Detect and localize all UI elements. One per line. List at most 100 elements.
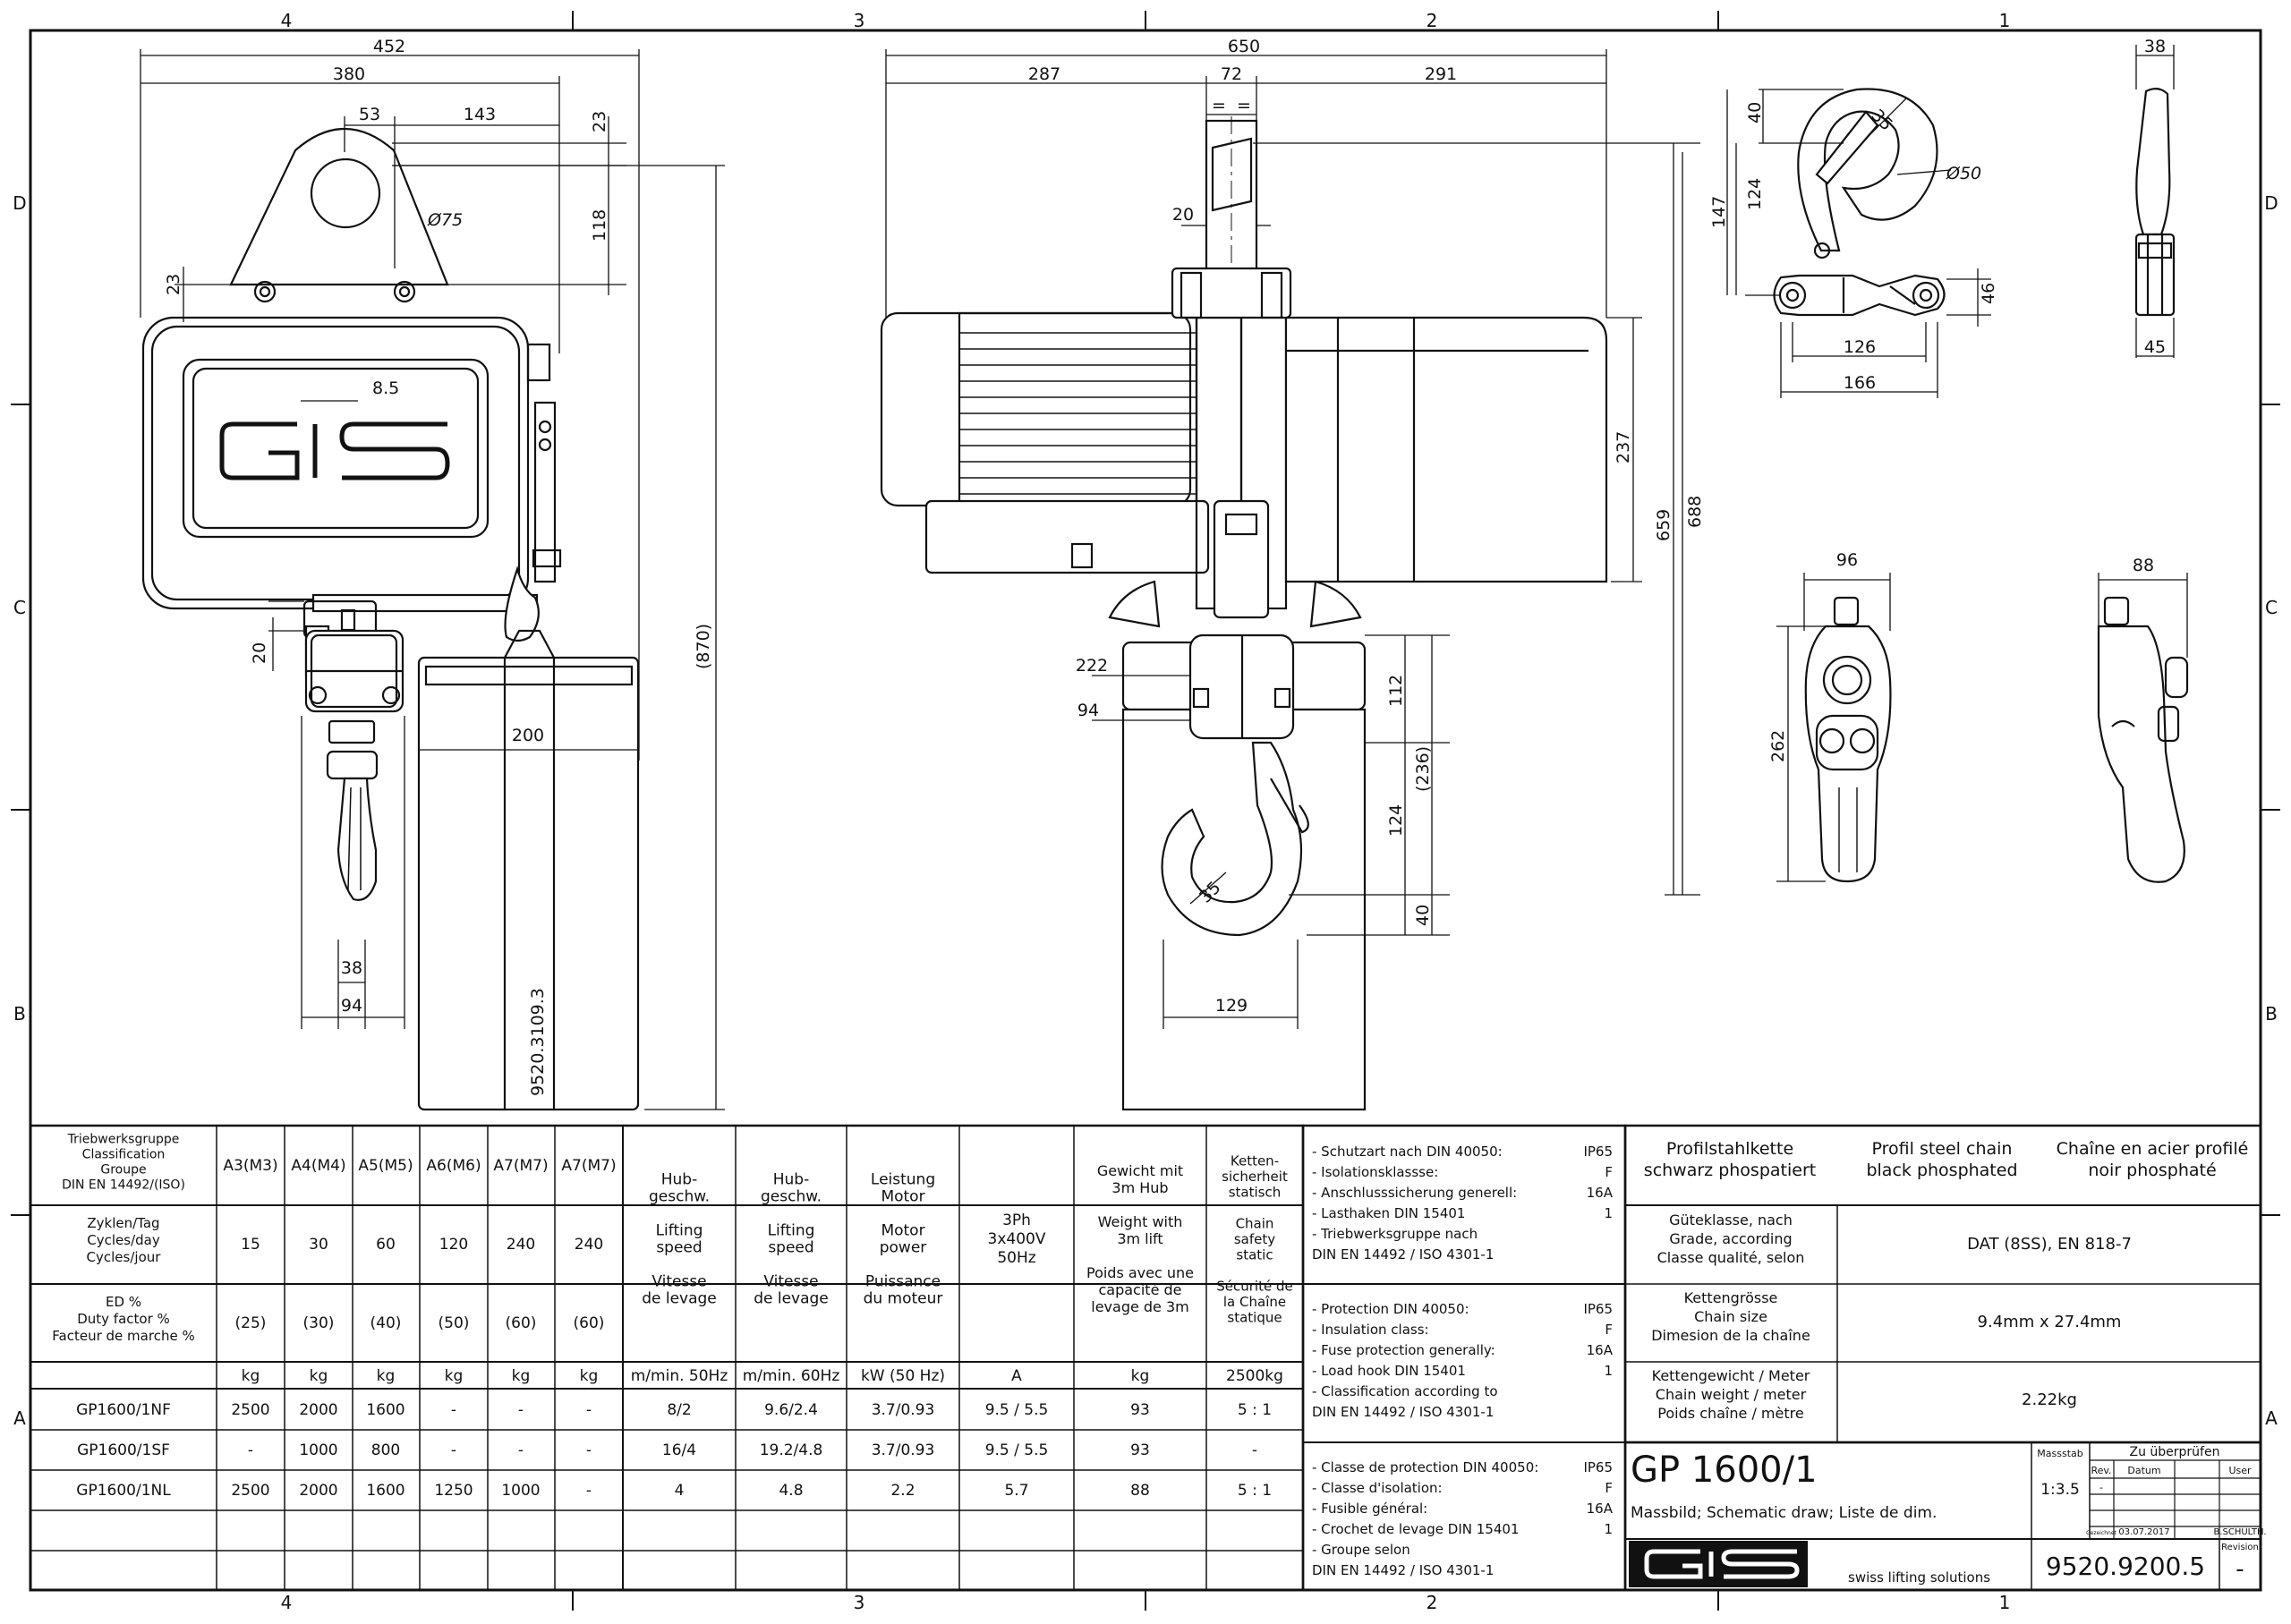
dim-94-front: 94 <box>341 996 362 1016</box>
table-cell: 8/2 <box>667 1401 691 1419</box>
note-fr-label: - Fusible général: <box>1312 1501 1427 1517</box>
zone-left-C: C <box>13 597 26 618</box>
duty-value: (40) <box>370 1314 402 1332</box>
chain-grade-value: DAT (8SS), EN 818-7 <box>1967 1235 2132 1254</box>
title-block-grid <box>1623 1441 2262 1592</box>
rev-dash: - <box>2099 1482 2103 1493</box>
note-fr-label: - Classe d'isolation: <box>1312 1480 1443 1496</box>
table-cell: 93 <box>1130 1401 1150 1419</box>
note-en-label: DIN EN 14492 / ISO 4301-1 <box>1312 1404 1494 1420</box>
cycles-value: 15 <box>241 1236 260 1254</box>
table-cell: 2.2 <box>890 1482 915 1500</box>
dim-118: 118 <box>590 209 609 242</box>
table-cell: - <box>518 1401 524 1419</box>
front-view-dimensions <box>140 49 725 1110</box>
side-view-hoist <box>880 116 1608 1111</box>
class-header: A5(M5) <box>358 1157 413 1175</box>
side-view-dimensions <box>885 49 1700 1029</box>
dim-124-hook: 124 <box>1745 178 1765 210</box>
table-cell: 5.7 <box>1004 1482 1028 1500</box>
zone-top-3: 3 <box>854 10 865 31</box>
unit-cell: m/min. 60Hz <box>743 1367 840 1385</box>
table-cell: 1600 <box>366 1401 405 1419</box>
note-de-label: DIN EN 14492 / ISO 4301-1 <box>1312 1246 1494 1263</box>
logo-tagline: swiss lifting solutions <box>1848 1569 1990 1586</box>
dim-650: 650 <box>1228 37 1260 56</box>
table-cell: - <box>451 1401 456 1419</box>
zone-left-A: A <box>13 1407 26 1429</box>
model-name: GP1600/1NF <box>76 1401 171 1419</box>
zone-top-1: 1 <box>1999 10 2011 31</box>
dim-45: 45 <box>2144 337 2166 357</box>
note-de-value: 16A <box>1587 1185 1614 1201</box>
hook-detail <box>1773 88 1946 317</box>
dim-237: 237 <box>1614 431 1633 463</box>
pendant-front-dim-labels: 96 262 <box>1768 550 1858 762</box>
table-cell: 9.6/2.4 <box>764 1401 818 1419</box>
revision-label: Revision <box>2221 1543 2259 1552</box>
dim-eq-left: = <box>1212 96 1226 115</box>
scale-label: Massstab <box>2037 1448 2082 1459</box>
note-en-label: - Insulation class: <box>1312 1322 1429 1338</box>
note-de-label: - Lasthaken DIN 15401 <box>1312 1205 1465 1221</box>
unit-cell: kg <box>310 1367 328 1385</box>
check-label: Zu überprüfen <box>2130 1445 2220 1459</box>
unit-cell: kg <box>445 1367 464 1385</box>
dim-452: 452 <box>373 37 405 56</box>
table-cell: 2000 <box>299 1401 337 1419</box>
class-header: A7(M7) <box>493 1157 548 1175</box>
chain-bucket: 9520.3109.3 <box>417 629 640 1111</box>
pendant-side-dim-labels: 88 <box>2133 556 2154 575</box>
note-de-label: - Schutzart nach DIN 40050: <box>1312 1144 1503 1160</box>
pendant-front-dimensions <box>1776 573 1891 882</box>
rev-header: Rev. <box>2091 1465 2111 1476</box>
table-cell: 2500 <box>231 1482 269 1500</box>
unit-cell: kW (50 Hz) <box>861 1367 945 1385</box>
duty-value: (60) <box>574 1314 605 1332</box>
cycles-value: 30 <box>309 1236 328 1254</box>
dim-166: 166 <box>1844 373 1876 393</box>
table-cell: 2000 <box>299 1482 337 1500</box>
zone-left-D: D <box>13 192 26 214</box>
cycles-value: 60 <box>376 1236 396 1254</box>
unit-cell: kg <box>580 1367 599 1385</box>
date-header: Datum <box>2127 1465 2160 1476</box>
gis-logo-titleblock <box>1629 1541 1808 1587</box>
unit-cell: kg <box>1131 1367 1150 1385</box>
dim-287: 287 <box>1028 64 1060 84</box>
dim-23-side: 23 <box>164 274 183 295</box>
class-header: A3(M3) <box>223 1157 277 1175</box>
note-fr-label: DIN EN 14492 / ISO 4301-1 <box>1312 1562 1494 1578</box>
note-de-label: - Triebwerksgruppe nach <box>1312 1226 1478 1242</box>
unit-cell: kg <box>242 1367 260 1385</box>
chain-size-value: 9.4mm x 27.4mm <box>1978 1313 2122 1331</box>
dim-262: 262 <box>1768 730 1788 762</box>
table-cell: 1600 <box>366 1482 405 1500</box>
dim-200: 200 <box>512 726 544 745</box>
zone-bottom-1: 1 <box>1999 1592 2011 1613</box>
spec-table-grid <box>29 1124 1305 1592</box>
zone-bottom-4: 4 <box>281 1592 293 1613</box>
dim-222: 222 <box>1076 656 1108 676</box>
zone-bottom-3: 3 <box>854 1592 865 1613</box>
hook-side-dim-labels: 38 45 <box>2144 37 2166 357</box>
table-cell: - <box>248 1441 253 1459</box>
note-de-value: 1 <box>1604 1205 1613 1221</box>
note-en-label: - Protection DIN 40050: <box>1312 1301 1469 1317</box>
note-fr-value: IP65 <box>1583 1459 1613 1475</box>
note-de-value: F <box>1605 1164 1613 1180</box>
table-cell: 5 : 1 <box>1238 1482 1272 1500</box>
dim-124-side: 124 <box>1386 804 1406 837</box>
note-de-label: - Anschlusssicherung generell: <box>1312 1185 1517 1201</box>
dim-112: 112 <box>1386 675 1406 707</box>
